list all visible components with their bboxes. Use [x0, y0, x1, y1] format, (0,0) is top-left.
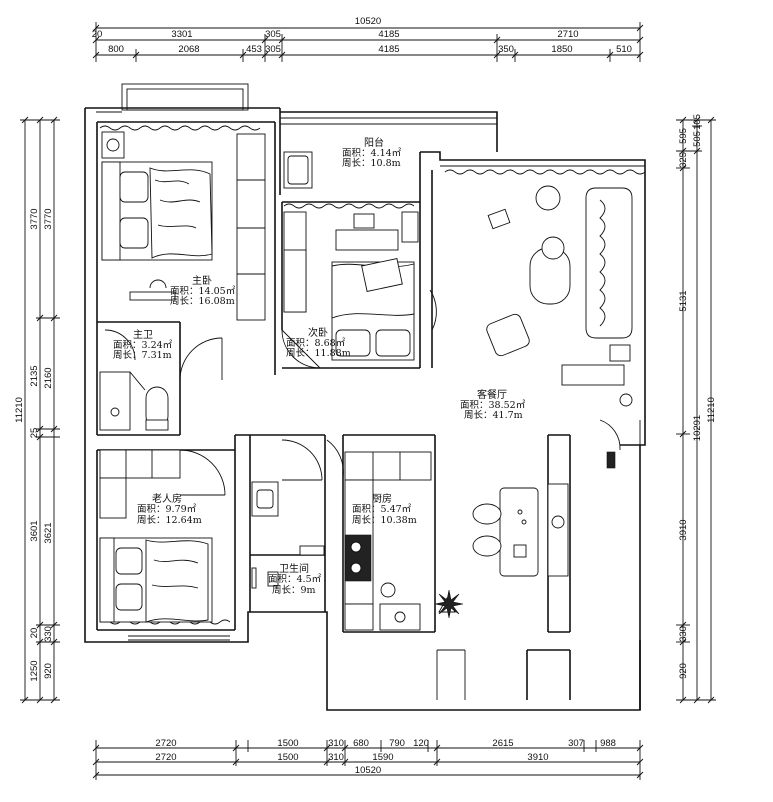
- room-area-second-bedroom: 面积：8.68㎡: [286, 337, 346, 349]
- dim-left-i-4: 920: [43, 663, 54, 679]
- room-perimeter-master-bedroom: 周长：16.08m: [170, 295, 235, 307]
- room-area-kitchen: 面积：5.47㎡: [352, 503, 412, 515]
- room-name-master-bath: 主卫: [133, 329, 153, 341]
- dim-top-r1-4: 2710: [557, 29, 578, 40]
- dim-bot-r1-0: 2720: [155, 738, 176, 749]
- room-area-master-bedroom: 面积：14.05㎡: [170, 285, 236, 297]
- balcony-fixtures: [283, 151, 313, 189]
- dim-right-o-4: 330: [678, 626, 689, 642]
- room-name-second-bedroom: 次卧: [308, 326, 328, 339]
- room-perimeter-master-bath: 周长：7.31m: [113, 349, 172, 361]
- dim-left-i-1: 2160: [43, 367, 54, 388]
- dim-right-i-0: 105: [692, 114, 703, 130]
- dim-left-i-0: 3770: [43, 208, 54, 229]
- room-name-bathroom: 卫生间: [279, 562, 309, 575]
- dim-right-o-1: 325: [678, 152, 689, 168]
- dim-left-o-4: 20: [29, 628, 40, 639]
- dim-top-r2-7: 510: [616, 44, 632, 55]
- dim-bot-r1-3: 680: [353, 738, 369, 749]
- plant-icon: [434, 589, 464, 619]
- room-area-elder-room: 面积：9.79㎡: [137, 503, 197, 515]
- dim-right-o-5: 920: [678, 663, 689, 679]
- master-bath-fixtures: [99, 371, 169, 431]
- room-name-kitchen: 厨房: [372, 492, 392, 505]
- elder-room-furniture: [99, 449, 213, 623]
- room-area-balcony: 面积：4.14㎡: [342, 147, 402, 159]
- dim-bot-r2-3: 1590: [372, 752, 393, 763]
- dim-top-total: 10520: [355, 16, 381, 27]
- windows: [96, 111, 645, 700]
- second-bedroom-furniture: [283, 211, 419, 361]
- dim-left-i-2: 3621: [43, 522, 54, 543]
- dim-bot-r1-7: 307: [568, 738, 584, 749]
- dim-right-i-2: 10291: [692, 415, 703, 441]
- dim-right-total: 11210: [706, 397, 717, 423]
- room-perimeter-second-bedroom: 周长：11.88m: [286, 347, 351, 359]
- dim-bot-r1-2: 310: [328, 738, 344, 749]
- exterior-walls: [84, 107, 646, 711]
- interior-walls: [96, 121, 571, 700]
- dim-left-o-0: 3770: [29, 208, 40, 229]
- dim-left-total: 11210: [14, 397, 25, 423]
- room-perimeter-elder-room: 周长：12.64m: [137, 514, 202, 526]
- room-name-living-dining: 客餐厅: [477, 388, 507, 401]
- dim-top-r1-0: 20: [92, 29, 103, 40]
- dim-bot-r2-0: 2720: [155, 752, 176, 763]
- room-area-master-bath: 面积：3.24㎡: [113, 339, 173, 351]
- dim-right-o-2: 5131: [678, 290, 689, 311]
- room-area-living-dining: 面积：38.52㎡: [460, 399, 526, 411]
- dim-top-r2-5: 350: [498, 44, 514, 55]
- room-perimeter-bathroom: 周长：9m: [272, 584, 316, 596]
- bottom-dimensions: [92, 740, 644, 780]
- dim-top-r2-6: 1850: [551, 44, 572, 55]
- master-bedroom-furniture: [101, 131, 266, 321]
- living-dining-furniture: [472, 185, 633, 577]
- dim-bot-r1-4: 790: [389, 738, 405, 749]
- doors: [104, 289, 621, 496]
- dim-left-o-5: 1250: [29, 660, 40, 681]
- dim-top-r2-0: 800: [108, 44, 124, 55]
- room-perimeter-balcony: 周长：10.8m: [342, 157, 401, 169]
- dim-right-o-0: 595: [678, 128, 689, 144]
- bay-window-master: [121, 83, 249, 111]
- dim-bot-r1-6: 2615: [492, 738, 513, 749]
- room-area-bathroom: 面积：4.5㎡: [268, 573, 322, 585]
- dim-top-r2-4: 4185: [378, 44, 399, 55]
- right-dimensions: [676, 116, 716, 704]
- dim-top-r2-3: 305: [265, 44, 281, 55]
- dim-bot-r1-8: 988: [600, 738, 616, 749]
- dim-right-i-1: 505: [692, 131, 703, 147]
- dim-bot-r1-5: 120: [413, 738, 429, 749]
- dim-left-i-3: 330: [43, 626, 54, 642]
- dim-top-r2-2: 453: [246, 44, 262, 55]
- dim-left-o-3: 3601: [29, 520, 40, 541]
- dim-left-o-2: 25: [29, 428, 40, 439]
- kitchen-fixtures: [344, 451, 432, 631]
- dim-bot-r2-2: 310: [328, 752, 344, 763]
- room-perimeter-kitchen: 周长：10.38m: [352, 514, 417, 526]
- dim-left-o-1: 2135: [29, 365, 40, 386]
- dim-bot-total: 10520: [355, 765, 381, 776]
- dim-top-r1-2: 305: [265, 29, 281, 40]
- room-name-master-bedroom: 主卧: [192, 274, 212, 287]
- dim-bot-r1-1: 1500: [277, 738, 298, 749]
- dim-bot-r2-1: 1500: [277, 752, 298, 763]
- bathroom-fixtures: [251, 481, 325, 589]
- room-name-balcony: 阳台: [364, 136, 384, 149]
- dim-bot-r2-4: 3910: [527, 752, 548, 763]
- room-name-elder-room: 老人房: [152, 492, 182, 505]
- dim-top-r1-3: 4185: [378, 29, 399, 40]
- dim-top-r2-1: 2068: [178, 44, 199, 55]
- dim-top-r1-1: 3301: [171, 29, 192, 40]
- room-perimeter-living-dining: 周长：41.7m: [464, 409, 523, 421]
- left-dimensions: [20, 116, 60, 704]
- dim-right-o-3: 3910: [678, 519, 689, 540]
- top-dimensions: [92, 22, 644, 62]
